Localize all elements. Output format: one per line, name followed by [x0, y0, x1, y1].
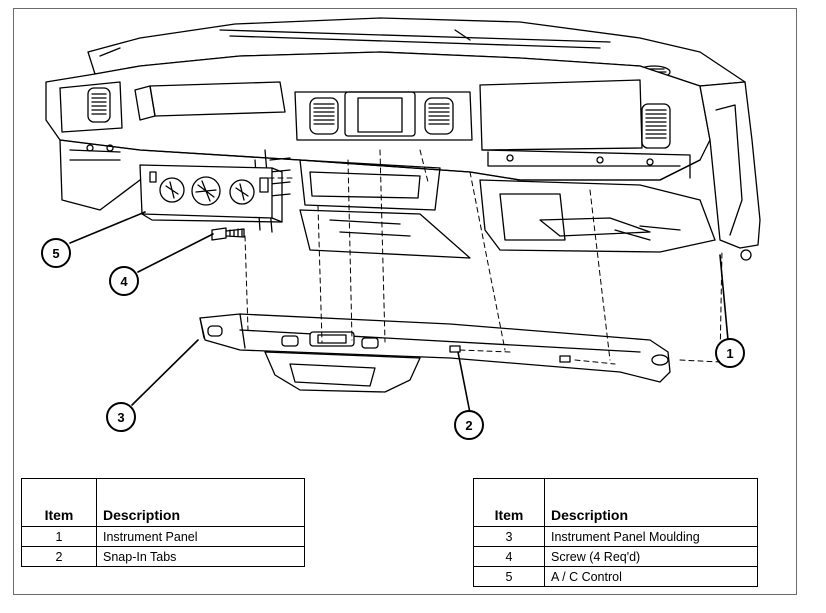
legend-item-number: 5	[473, 566, 545, 587]
legend-item-number: 2	[21, 546, 97, 567]
table-row: 3 Instrument Panel Moulding	[473, 526, 758, 547]
instrument-panel	[45, 17, 761, 261]
legend-header-item: Item	[21, 478, 97, 527]
legend-item-description: Screw (4 Req'd)	[544, 546, 758, 567]
legend-header-description: Description	[96, 478, 305, 527]
ac-control	[139, 164, 283, 223]
callout-1: 1	[715, 338, 745, 368]
table-row: 1 Instrument Panel	[21, 526, 305, 547]
legend-header-description: Description	[544, 478, 758, 527]
table-row: 4 Screw (4 Req'd)	[473, 546, 758, 567]
legend-item-description: Instrument Panel Moulding	[544, 526, 758, 547]
legend-item-number: 3	[473, 526, 545, 547]
legend-item-number: 4	[473, 546, 545, 567]
legend-item-description: Snap-In Tabs	[96, 546, 305, 567]
callout-4: 4	[109, 266, 139, 296]
legend-table-left: Item Description 1 Instrument Panel 2 Sn…	[21, 478, 305, 567]
leader-lines	[69, 211, 729, 414]
legend-item-description: Instrument Panel	[96, 526, 305, 547]
legend-item-number: 1	[21, 526, 97, 547]
callout-3: 3	[106, 402, 136, 432]
instrument-panel-moulding	[199, 313, 671, 393]
table-row: 5 A / C Control	[473, 566, 758, 587]
legend-header-item: Item	[473, 478, 545, 527]
legend-item-description: A / C Control	[544, 566, 758, 587]
callout-2: 2	[454, 410, 484, 440]
screw	[211, 227, 245, 241]
table-row: 2 Snap-In Tabs	[21, 546, 305, 567]
callout-5: 5	[41, 238, 71, 268]
legend-table-right: Item Description 3 Instrument Panel Moul…	[473, 478, 758, 587]
